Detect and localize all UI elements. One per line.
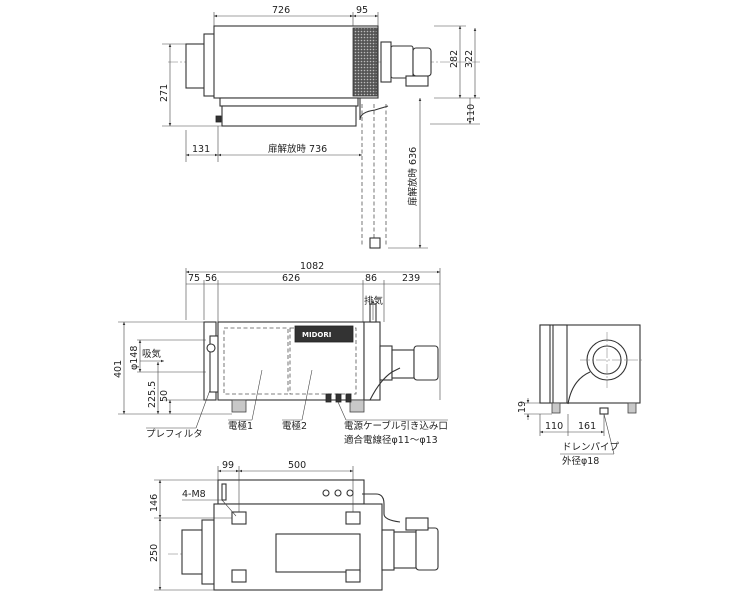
top-cable	[359, 98, 389, 121]
bottom-inner-panel	[275, 533, 361, 573]
side-front-panel	[539, 324, 551, 404]
bottom-cable	[362, 493, 401, 523]
dim-75: 75	[188, 273, 200, 284]
label-exhaust: 排気	[364, 295, 384, 307]
leader-electrode2	[301, 369, 313, 421]
bottom-foot	[345, 511, 361, 525]
dim-door-open-736: 扉解放時 736	[268, 143, 327, 155]
label-cable-entry: 電源ケーブル引き込み口	[344, 420, 448, 432]
dim-50: 50	[159, 390, 170, 402]
leader-drain	[603, 413, 615, 455]
top-terminal-box	[405, 75, 429, 87]
front-cable	[369, 367, 401, 401]
top-body	[213, 25, 379, 99]
dim-271: 271	[159, 84, 170, 102]
dim-401: 401	[113, 360, 124, 378]
front-view: 1082 75 56 626 86 239 MIDORI	[113, 261, 448, 446]
top-lower-panel	[221, 105, 357, 127]
top-motor	[390, 45, 414, 79]
top-motor-cap	[412, 47, 432, 77]
top-foot	[215, 115, 222, 123]
side-view: 19 110 161 ドレンパイプ 外径φ18	[517, 324, 642, 467]
dim-1082: 1082	[300, 261, 324, 272]
label-electrode1: 電極1	[228, 420, 253, 432]
side-panel	[552, 324, 568, 404]
bottom-view: 99 500 4-M8 146 250	[149, 460, 440, 591]
dim-110: 110	[466, 104, 477, 122]
dim-99: 99	[222, 460, 234, 471]
top-base	[219, 97, 359, 107]
leader-bolt	[221, 499, 237, 517]
front-foot	[349, 399, 365, 413]
dim-250: 250	[149, 544, 160, 562]
side-cable	[567, 371, 591, 405]
label-bolt: 4-M8	[182, 489, 206, 500]
dim-322: 322	[464, 50, 475, 68]
dim-56: 56	[205, 273, 217, 284]
brand-logo: MIDORI	[302, 331, 331, 339]
dim-161: 161	[578, 421, 596, 432]
leader-prefilter	[195, 389, 211, 429]
side-drain-pipe	[599, 407, 609, 415]
bottom-inlet-flange	[201, 519, 215, 585]
bottom-foot	[345, 569, 361, 583]
dim-225-5: 225.5	[147, 381, 158, 408]
front-fan-housing	[363, 321, 381, 401]
label-electrode2: 電極2	[282, 420, 307, 432]
bottom-motor-flange	[381, 529, 395, 571]
dim-131: 131	[192, 144, 210, 155]
dim-239: 239	[402, 273, 420, 284]
dim-95: 95	[356, 5, 368, 16]
dim-19: 19	[517, 401, 528, 413]
top-motor-flange	[380, 41, 392, 83]
front-nameplate	[294, 325, 354, 343]
label-drain-pipe: ドレンパイプ	[562, 442, 620, 453]
front-motor-cap	[413, 345, 439, 381]
front-motor	[391, 349, 415, 379]
bottom-cable-entry	[346, 489, 354, 497]
bottom-inlet	[181, 529, 205, 575]
front-cable-entry	[345, 393, 352, 403]
label-wire-diameter: 適合電線径φ11～φ13	[344, 434, 438, 446]
leader-cable-entry	[337, 401, 347, 421]
bottom-terminal-box	[405, 517, 429, 531]
dim-dia148: φ148	[129, 346, 140, 370]
bottom-cable-entry	[334, 489, 342, 497]
front-motor-flange	[379, 345, 393, 381]
dim-146: 146	[149, 494, 160, 512]
top-view: 726 95 282 322 110 271 131 扉解放時 736 扉解放時…	[159, 5, 480, 249]
bottom-foot	[231, 569, 247, 583]
leader-electrode1	[251, 369, 263, 421]
dim-726: 726	[272, 5, 290, 16]
side-foot	[551, 402, 561, 414]
side-foot	[627, 402, 637, 414]
dim-110: 110	[545, 421, 563, 432]
top-door-swing-end	[369, 237, 381, 249]
bottom-motor-cap	[415, 527, 439, 571]
bottom-rail-end	[221, 483, 227, 501]
dim-door-open-636: 扉解放時 636	[407, 147, 419, 206]
dim-86: 86	[365, 273, 377, 284]
top-inlet	[185, 43, 207, 89]
dim-500: 500	[288, 460, 306, 471]
label-outer-diameter: 外径φ18	[562, 455, 599, 467]
front-cable-entry	[325, 393, 332, 403]
bottom-upper-rail	[217, 479, 365, 505]
label-intake: 吸気	[142, 348, 162, 360]
dim-626: 626	[282, 273, 300, 284]
top-fan-mesh	[352, 27, 378, 97]
bottom-cable-entry	[322, 489, 330, 497]
front-foot	[231, 399, 247, 413]
front-cable-entry	[335, 393, 342, 403]
front-inlet-port	[206, 343, 216, 353]
label-prefilter: プレフィルタ	[146, 429, 203, 440]
dim-282: 282	[449, 50, 460, 68]
bottom-motor	[393, 531, 417, 569]
